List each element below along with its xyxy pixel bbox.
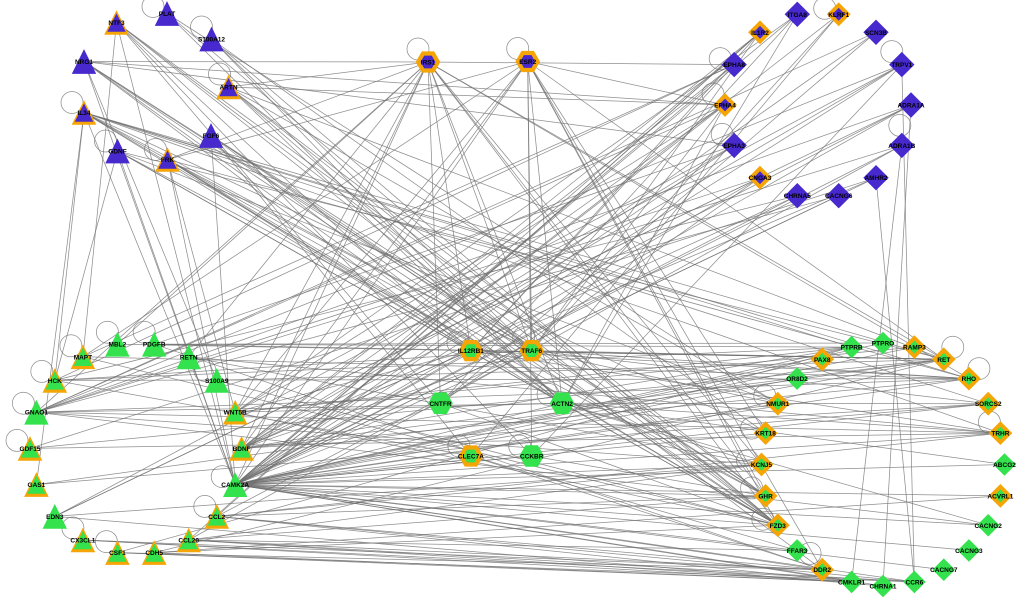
svg-text:CAMK2A: CAMK2A [221,482,249,489]
svg-text:ACTN2: ACTN2 [551,401,573,408]
svg-text:KRT18: KRT18 [755,431,776,438]
svg-text:HCK: HCK [48,378,62,385]
svg-text:ADRA1B: ADRA1B [888,143,915,150]
svg-text:IRS1: IRS1 [421,60,436,67]
svg-text:CNTFR: CNTFR [429,401,451,408]
svg-text:NMUR1: NMUR1 [766,401,789,408]
svg-text:ARTN: ARTN [219,85,237,92]
svg-text:CNGA3: CNGA3 [749,175,772,182]
svg-text:IL34: IL34 [77,110,90,117]
svg-text:CACNG3: CACNG3 [955,548,983,555]
svg-text:CLEC7A: CLEC7A [458,454,484,461]
svg-text:TRPV1: TRPV1 [891,62,912,69]
svg-text:CACNG7: CACNG7 [930,567,958,574]
svg-text:ITGA8: ITGA8 [788,12,808,19]
svg-text:RHO: RHO [962,376,976,383]
svg-text:PDGFB: PDGFB [143,342,166,349]
svg-text:EDN3: EDN3 [46,514,64,521]
svg-text:CCL2: CCL2 [208,514,225,521]
svg-text:TRAF6: TRAF6 [521,348,542,355]
svg-text:GDNF: GDNF [108,149,126,156]
svg-text:CHRNA5: CHRNA5 [784,193,811,200]
svg-text:CDH5: CDH5 [145,550,163,557]
svg-text:PLAT: PLAT [159,11,176,18]
svg-text:IL12RB1: IL12RB1 [458,348,484,355]
svg-text:RAMP3: RAMP3 [903,345,926,352]
svg-text:ADRA1A: ADRA1A [897,103,924,110]
svg-text:MAPT: MAPT [74,354,92,361]
svg-text:AMHR2: AMHR2 [864,175,887,182]
svg-text:TRHR: TRHR [991,431,1009,438]
svg-text:KCNJ5: KCNJ5 [751,462,773,469]
svg-text:FRK: FRK [161,157,175,164]
svg-text:CACNG6: CACNG6 [825,193,853,200]
svg-text:FFAR3: FFAR3 [787,548,808,555]
svg-text:GAS1: GAS1 [28,482,46,489]
svg-text:ABCG2: ABCG2 [993,462,1016,469]
svg-text:S100A9: S100A9 [205,378,229,385]
svg-text:CHRNA1: CHRNA1 [869,584,896,591]
svg-text:FGF6: FGF6 [203,133,220,140]
svg-text:NTF3: NTF3 [108,20,125,27]
svg-text:CACNG2: CACNG2 [974,523,1002,530]
svg-text:EPHA3: EPHA3 [723,143,745,150]
svg-text:RETN: RETN [180,354,198,361]
svg-text:CMKLR1: CMKLR1 [838,579,865,586]
svg-text:FZD3: FZD3 [770,523,787,530]
svg-text:CSF1: CSF1 [109,550,126,557]
svg-text:EPHA8: EPHA8 [723,62,745,69]
svg-text:GHR: GHR [758,493,773,500]
svg-text:ACVRL1: ACVRL1 [987,493,1013,500]
svg-text:IL1R2: IL1R2 [751,30,769,37]
svg-text:GDF15: GDF15 [20,446,41,453]
svg-text:CCL20: CCL20 [178,538,199,545]
svg-text:BDNF: BDNF [233,446,251,453]
svg-text:CCKBR: CCKBR [520,454,544,461]
svg-text:NRG1: NRG1 [75,59,93,66]
svg-text:S100A12: S100A12 [198,37,225,44]
svg-text:KLRF1: KLRF1 [828,12,849,19]
svg-text:PAX8: PAX8 [814,357,831,364]
svg-text:MBL2: MBL2 [109,342,127,349]
svg-text:DDR2: DDR2 [813,567,831,574]
svg-text:CX3CL1: CX3CL1 [70,538,95,545]
svg-text:ESR2: ESR2 [519,59,536,66]
svg-text:GNAO1: GNAO1 [25,410,49,417]
svg-text:SCN3B: SCN3B [865,30,887,37]
svg-text:SORCS2: SORCS2 [975,401,1002,408]
svg-text:PTPRO: PTPRO [872,341,894,348]
svg-text:EPHA4: EPHA4 [714,103,736,110]
svg-text:OR8D2: OR8D2 [786,376,808,383]
svg-text:WNT5B: WNT5B [224,410,247,417]
svg-text:RET: RET [937,357,950,364]
svg-text:PTPRB: PTPRB [841,345,863,352]
svg-text:CCR6: CCR6 [906,579,924,586]
